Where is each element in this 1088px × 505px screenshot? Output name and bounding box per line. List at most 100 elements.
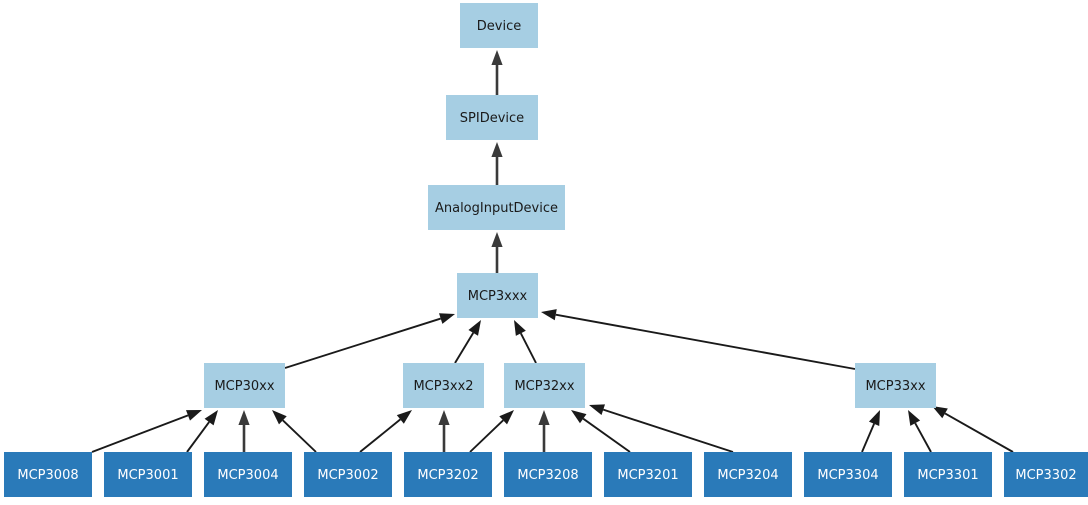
node-label: MCP3xxx: [468, 289, 528, 304]
node-label: SPIDevice: [460, 111, 524, 126]
node-label: MCP3001: [117, 468, 178, 483]
arrowhead-icon: [238, 410, 250, 425]
edge-shaft: [519, 332, 537, 364]
edge-shaft: [91, 414, 189, 453]
edge-mcp3304-to-mcp33xx: [861, 410, 880, 453]
arrowhead-icon: [185, 410, 202, 421]
node-box[interactable]: [403, 363, 484, 408]
class-node-mcp3202[interactable]: MCP3202: [404, 452, 492, 497]
node-box[interactable]: [460, 3, 538, 48]
class-node-mcp30xx[interactable]: MCP30xx: [204, 363, 285, 408]
node-label: MCP3202: [417, 468, 478, 483]
edge-shaft: [469, 419, 504, 453]
arrowhead-icon: [514, 320, 526, 336]
node-box[interactable]: [604, 452, 692, 497]
node-box[interactable]: [804, 452, 892, 497]
arrowhead-icon: [932, 406, 948, 419]
class-node-mcp3201[interactable]: MCP3201: [604, 452, 692, 497]
arrowhead-icon: [439, 313, 455, 324]
edge-mcp3xxx-to-analoginputdevice: [491, 232, 503, 273]
edge-mcp3xx2-to-mcp3xxx: [454, 320, 481, 364]
arrowhead-icon: [272, 410, 287, 425]
node-label: MCP30xx: [214, 379, 274, 394]
edge-shaft: [861, 423, 875, 453]
node-label: MCP3208: [517, 468, 578, 483]
class-node-mcp3xxx[interactable]: MCP3xxx: [457, 273, 538, 318]
edge-mcp3301-to-mcp33xx: [908, 410, 932, 453]
class-node-mcp33xx[interactable]: MCP33xx: [855, 363, 936, 408]
arrowhead-icon: [468, 320, 481, 336]
edge-mcp3208-to-mcp32xx: [538, 410, 550, 452]
arrowhead-icon: [538, 410, 550, 425]
arrowhead-icon: [571, 410, 587, 424]
node-label: MCP3301: [917, 468, 978, 483]
edge-mcp3001-to-mcp30xx: [186, 410, 218, 453]
edge-shaft: [284, 317, 441, 369]
node-box[interactable]: [446, 95, 538, 140]
class-node-mcp3004[interactable]: MCP3004: [204, 452, 292, 497]
node-box[interactable]: [1004, 452, 1088, 497]
arrowhead-icon: [204, 410, 218, 426]
class-node-mcp3302[interactable]: MCP3302: [1004, 452, 1088, 497]
node-box[interactable]: [904, 452, 992, 497]
class-node-mcp3002[interactable]: MCP3002: [304, 452, 392, 497]
class-node-mcp3301[interactable]: MCP3301: [904, 452, 992, 497]
node-box[interactable]: [204, 363, 285, 408]
class-node-mcp3xx2[interactable]: MCP3xx2: [403, 363, 484, 408]
node-label: Device: [477, 19, 521, 34]
node-box[interactable]: [855, 363, 936, 408]
node-box[interactable]: [104, 452, 192, 497]
nodes-layer: DeviceSPIDeviceAnalogInputDeviceMCP3xxxM…: [4, 3, 1088, 497]
arrowhead-icon: [438, 410, 450, 425]
edge-mcp3202-to-mcp3xx2: [438, 410, 450, 452]
class-node-device[interactable]: Device: [460, 3, 538, 48]
node-box[interactable]: [504, 452, 592, 497]
edge-mcp3201-to-mcp32xx: [571, 410, 631, 453]
edge-mcp3204-to-mcp32xx: [589, 404, 734, 453]
arrowhead-icon: [491, 142, 503, 157]
arrowhead-icon: [908, 410, 921, 426]
arrowhead-icon: [868, 410, 880, 426]
node-box[interactable]: [704, 452, 792, 497]
edge-shaft: [582, 417, 631, 453]
edge-shaft: [944, 412, 1014, 453]
node-label: MCP3204: [717, 468, 778, 483]
edge-mcp3008-to-mcp30xx: [91, 410, 202, 453]
class-node-spidevice[interactable]: SPIDevice: [446, 95, 538, 140]
node-label: MCP3008: [17, 468, 78, 483]
node-label: AnalogInputDevice: [435, 201, 558, 216]
arrowhead-icon: [396, 410, 412, 424]
arrowhead-icon: [491, 50, 503, 65]
arrowhead-icon: [541, 309, 557, 321]
node-label: MCP3302: [1015, 468, 1076, 483]
node-box[interactable]: [504, 363, 585, 408]
arrowhead-icon: [491, 232, 503, 247]
edge-shaft: [555, 313, 856, 370]
class-node-mcp32xx[interactable]: MCP32xx: [504, 363, 585, 408]
edge-mcp30xx-to-mcp3xxx: [284, 313, 455, 369]
node-box[interactable]: [457, 273, 538, 318]
class-node-mcp3204[interactable]: MCP3204: [704, 452, 792, 497]
class-node-mcp3008[interactable]: MCP3008: [4, 452, 92, 497]
edge-mcp3004-to-mcp30xx: [238, 410, 250, 452]
node-box[interactable]: [404, 452, 492, 497]
node-label: MCP3201: [617, 468, 678, 483]
class-node-mcp3304[interactable]: MCP3304: [804, 452, 892, 497]
edge-shaft: [359, 418, 401, 453]
edge-mcp3202-to-mcp32xx: [469, 410, 514, 453]
class-node-mcp3001[interactable]: MCP3001: [104, 452, 192, 497]
edge-mcp3002-to-mcp3xx2: [359, 410, 412, 453]
edge-analoginputdevice-to-spidevice: [491, 142, 503, 185]
node-box[interactable]: [4, 452, 92, 497]
edge-mcp32xx-to-mcp3xxx: [514, 320, 537, 364]
class-node-mcp3208[interactable]: MCP3208: [504, 452, 592, 497]
node-box[interactable]: [428, 185, 565, 230]
node-label: MCP3004: [217, 468, 278, 483]
node-box[interactable]: [204, 452, 292, 497]
edge-mcp33xx-to-mcp3xxx: [541, 309, 856, 370]
edge-spidevice-to-device: [491, 50, 503, 95]
node-box[interactable]: [304, 452, 392, 497]
class-node-analoginputdevice[interactable]: AnalogInputDevice: [428, 185, 565, 230]
